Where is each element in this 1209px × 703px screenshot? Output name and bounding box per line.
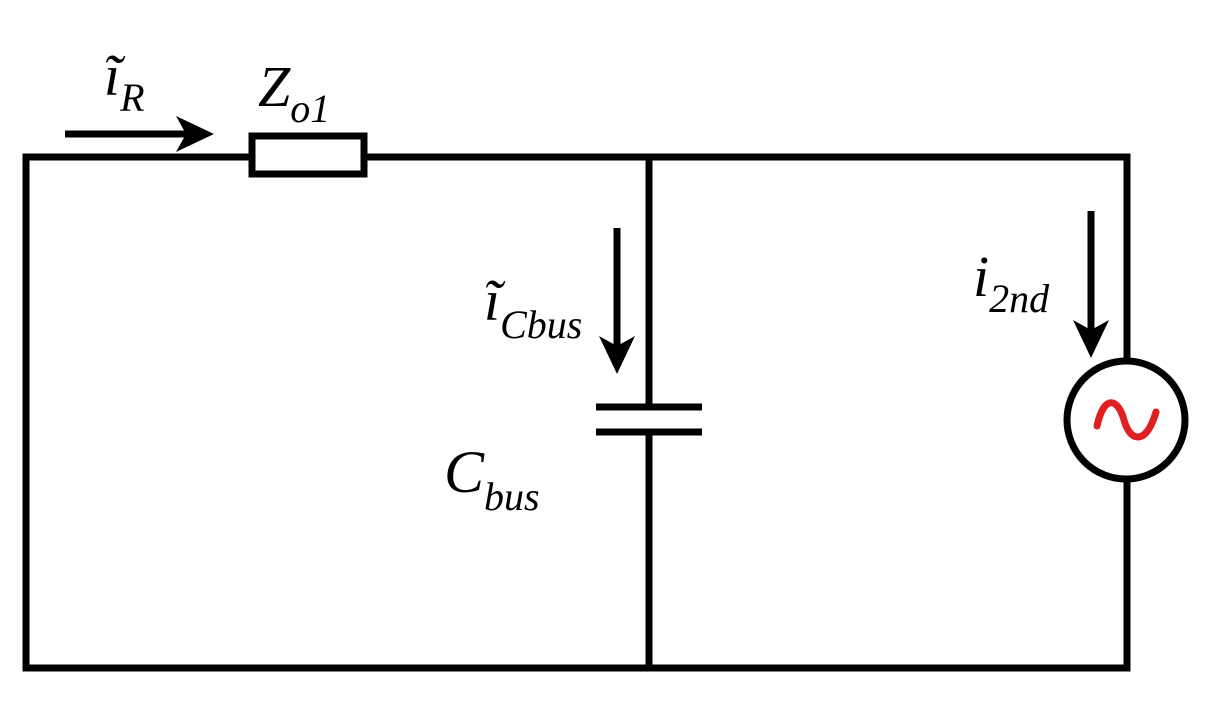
label-i2nd: i2nd xyxy=(973,244,1050,321)
label-iCbus-sub: Cbus xyxy=(500,302,582,347)
label-Cbus: Cbus xyxy=(444,439,540,519)
label-Zo1: Zo1 xyxy=(258,54,330,131)
arrow-iR-icon xyxy=(65,116,214,152)
label-Zo1-sub: o1 xyxy=(290,86,330,131)
label-Zo1-main: Z xyxy=(258,54,291,119)
arrow-i2nd-icon xyxy=(1073,211,1109,358)
ac-current-source-icon xyxy=(1063,357,1189,483)
sine-wave-icon xyxy=(1093,399,1160,441)
label-iR-sub: R xyxy=(119,75,144,120)
label-Cbus-sub: bus xyxy=(484,474,540,519)
label-Cbus-main: C xyxy=(444,439,485,505)
label-iCbus: ĩCbus xyxy=(484,268,582,347)
arrow-iCbus-icon xyxy=(599,228,635,374)
capacitor-icon xyxy=(596,403,702,436)
label-iR: ĩR xyxy=(104,43,145,120)
wires xyxy=(22,153,1131,672)
label-i2nd-sub: 2nd xyxy=(989,276,1050,321)
label-i2nd-main: i xyxy=(973,244,989,309)
impedance-icon xyxy=(248,132,368,178)
